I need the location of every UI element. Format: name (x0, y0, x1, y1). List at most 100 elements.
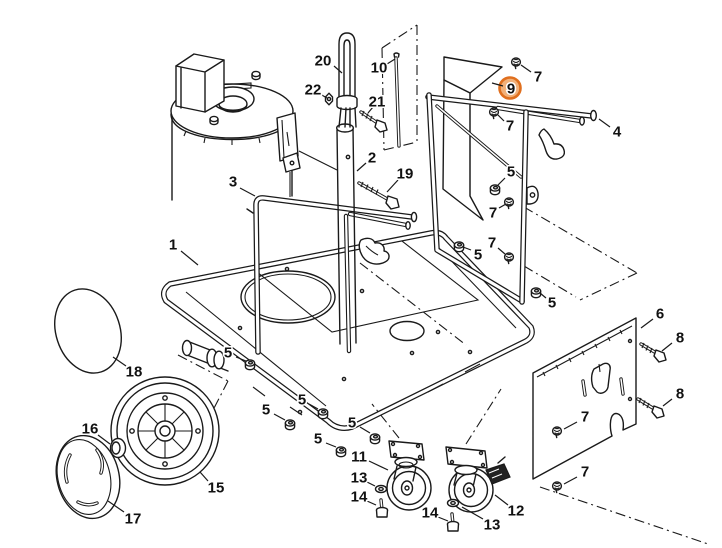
callout-17[interactable]: 17 (107, 500, 143, 529)
callout-5[interactable]: 5 (346, 413, 371, 434)
callout-number[interactable]: 5 (472, 245, 483, 265)
part-back-frame-4 (425, 56, 598, 305)
callout-number[interactable]: 4 (611, 122, 623, 142)
callout-number[interactable]: 20 (313, 51, 333, 71)
callout-18[interactable]: 18 (112, 356, 144, 382)
callout-14[interactable]: 14 (420, 503, 449, 523)
part-side-panel-6 (532, 317, 637, 480)
callout-15[interactable]: 15 (199, 471, 226, 498)
callout-number[interactable]: 13 (482, 515, 502, 535)
callout-leader (497, 247, 506, 255)
callout-number[interactable]: 5 (346, 413, 357, 433)
callout-number[interactable]: 1 (167, 235, 178, 255)
part-bolt-14-right (446, 512, 460, 532)
callout-number[interactable]: 7 (532, 67, 543, 87)
callout-5[interactable]: 5 (222, 343, 247, 363)
callout-6[interactable]: 6 (640, 304, 666, 329)
callout-number[interactable]: 11 (350, 447, 369, 467)
callout-number[interactable]: 5 (222, 343, 233, 363)
callout-leader (97, 434, 111, 445)
callout-number[interactable]: 7 (504, 116, 515, 136)
callout-leader (273, 413, 286, 421)
caster-brake-pedal (485, 456, 511, 485)
callout-number[interactable]: 15 (206, 478, 226, 498)
callout-leader (180, 250, 199, 266)
callout-number[interactable]: 2 (366, 148, 377, 168)
callout-5[interactable]: 5 (462, 245, 484, 265)
callout-2[interactable]: 2 (356, 148, 378, 172)
callout-5[interactable]: 5 (497, 162, 517, 186)
callout-number[interactable]: 7 (486, 233, 497, 253)
callout-13[interactable]: 13 (461, 506, 502, 535)
part-handle-loop-20 (336, 32, 358, 128)
callout-11[interactable]: 11 (350, 447, 389, 471)
callout-number[interactable]: 8 (674, 328, 685, 348)
callout-7[interactable]: 7 (497, 114, 516, 136)
part-hubcap-17 (55, 434, 121, 520)
callout-5[interactable]: 5 (312, 429, 337, 449)
callout-number[interactable]: 7 (487, 203, 498, 223)
part-nut-22 (324, 92, 334, 106)
callout-number[interactable]: 7 (579, 462, 590, 482)
callout-number[interactable]: 6 (654, 304, 665, 324)
callout-leader (107, 500, 125, 513)
callout-7[interactable]: 7 (486, 233, 506, 255)
part-bolt-8-lower (636, 397, 665, 419)
callout-5[interactable]: 5 (539, 292, 558, 313)
highlight-circle[interactable] (498, 76, 522, 100)
callout-12[interactable]: 12 (494, 494, 526, 521)
callout-number[interactable]: 9 (505, 79, 516, 99)
callout-number[interactable]: 16 (80, 419, 100, 439)
callout-3[interactable]: 3 (227, 172, 256, 197)
callout-9-highlighted[interactable]: 9 (491, 76, 522, 100)
callout-21[interactable]: 21 (367, 92, 387, 114)
tank-drum (170, 53, 338, 201)
callout-number[interactable]: 8 (674, 384, 685, 404)
part-bolt-19 (357, 181, 400, 210)
callout-19[interactable]: 19 (386, 164, 415, 193)
callout-1[interactable]: 1 (167, 235, 199, 266)
callout-number[interactable]: 19 (395, 164, 415, 184)
callout-20[interactable]: 20 (313, 51, 343, 74)
callout-number[interactable]: 3 (227, 172, 238, 192)
callout-leader (239, 187, 256, 197)
callout-number[interactable]: 5 (546, 293, 557, 313)
callout-leader (356, 162, 367, 172)
callout-leader (359, 426, 371, 434)
callout-5[interactable]: 5 (260, 400, 286, 421)
callout-number[interactable]: 14 (420, 503, 440, 523)
callout-number[interactable]: 5 (260, 400, 271, 420)
callout-14[interactable]: 14 (349, 487, 377, 507)
callout-number[interactable]: 12 (506, 501, 526, 521)
callout-8[interactable]: 8 (661, 328, 686, 352)
callout-number[interactable]: 21 (367, 92, 387, 112)
part-caster-11 (386, 440, 432, 511)
callout-7[interactable]: 7 (563, 462, 591, 485)
callout-7[interactable]: 7 (563, 407, 591, 430)
callout-10[interactable]: 10 (369, 58, 396, 78)
callout-5[interactable]: 5 (296, 390, 319, 410)
frame-hook (538, 128, 566, 160)
callout-13[interactable]: 13 (349, 468, 376, 488)
part-handle-3 (246, 195, 418, 355)
handle-trigger (358, 237, 390, 265)
callout-number[interactable]: 14 (349, 487, 369, 507)
callout-number[interactable]: 13 (349, 468, 369, 488)
part-wheel-cover-18 (54, 288, 122, 374)
callout-number[interactable]: 7 (579, 407, 590, 427)
callout-leader (491, 82, 504, 87)
callout-number[interactable]: 5 (505, 162, 516, 182)
callout-number[interactable]: 17 (123, 509, 143, 529)
callout-number[interactable]: 5 (312, 429, 323, 449)
callout-22[interactable]: 22 (303, 80, 328, 100)
callout-7[interactable]: 7 (487, 203, 507, 223)
callout-number[interactable]: 18 (124, 362, 144, 382)
callout-leader (112, 356, 127, 367)
callout-4[interactable]: 4 (598, 118, 623, 142)
callout-8[interactable]: 8 (662, 384, 686, 407)
callout-number[interactable]: 5 (296, 390, 307, 410)
callout-16[interactable]: 16 (80, 419, 111, 445)
callout-7[interactable]: 7 (520, 64, 544, 87)
callout-number[interactable]: 22 (303, 80, 323, 100)
callout-number[interactable]: 10 (369, 58, 389, 78)
